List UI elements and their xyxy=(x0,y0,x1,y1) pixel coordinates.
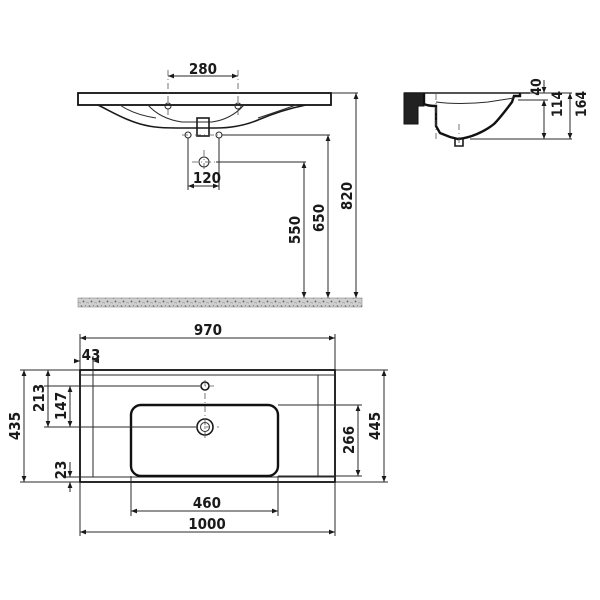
dim-970: 970 xyxy=(194,321,222,339)
dim-550: 550 xyxy=(286,216,304,244)
dim-147: 147 xyxy=(52,392,70,420)
side-section: 40 114 164 xyxy=(403,78,590,150)
side-back-wall xyxy=(403,92,425,125)
tap-hole-right-icon xyxy=(234,102,242,110)
waste-pipe xyxy=(196,117,210,137)
dim-23: 23 xyxy=(52,461,70,480)
dim-266: 266 xyxy=(340,426,358,454)
dim-40: 40 xyxy=(529,78,545,96)
dim-1000: 1000 xyxy=(188,515,226,533)
dim-650: 650 xyxy=(310,204,328,232)
dim-120: 120 xyxy=(193,169,221,187)
dim-43: 43 xyxy=(82,346,101,364)
front-elevation: 280 120 550 650 820 xyxy=(77,60,363,308)
plan-bowl xyxy=(129,403,280,478)
plan-view: 970 43 213 147 435 23 266 4 xyxy=(6,321,388,536)
side-bowl-profile xyxy=(422,93,522,141)
plan-outline xyxy=(79,369,336,483)
tap-hole-left-icon xyxy=(164,102,172,110)
dim-445: 445 xyxy=(366,412,384,440)
floor-hatch xyxy=(77,297,363,308)
basin-bowl-outline xyxy=(97,104,307,129)
dim-213: 213 xyxy=(30,384,48,412)
dim-435: 435 xyxy=(6,412,24,440)
dim-164: 164 xyxy=(574,91,590,118)
basin-rim xyxy=(77,92,332,106)
dim-460: 460 xyxy=(193,494,221,512)
basin-underside-curve xyxy=(147,104,245,123)
dim-280: 280 xyxy=(189,60,217,78)
dim-114: 114 xyxy=(550,91,566,118)
dim-820: 820 xyxy=(338,182,356,210)
